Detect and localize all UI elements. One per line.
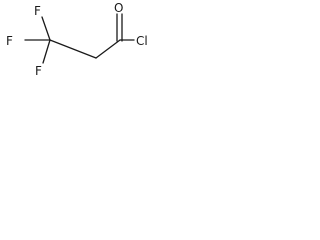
atom-label-oxygen: O: [114, 1, 123, 15]
atom-labels: F F F O Cl: [6, 1, 148, 78]
atom-label-f-top: F: [34, 4, 41, 18]
atom-label-f-bottom: F: [35, 64, 42, 78]
bond-c1-c2: [49, 39, 97, 59]
bond-c2-c3: [95, 39, 121, 59]
bonds: [24, 13, 135, 64]
bond-c1-f-top: [41, 16, 51, 41]
bond-c1-f-bottom: [42, 39, 51, 64]
structure-diagram: F F F O Cl: [6, 1, 148, 78]
atom-label-f-left: F: [6, 34, 13, 48]
atom-label-chlorine: Cl: [136, 34, 148, 48]
